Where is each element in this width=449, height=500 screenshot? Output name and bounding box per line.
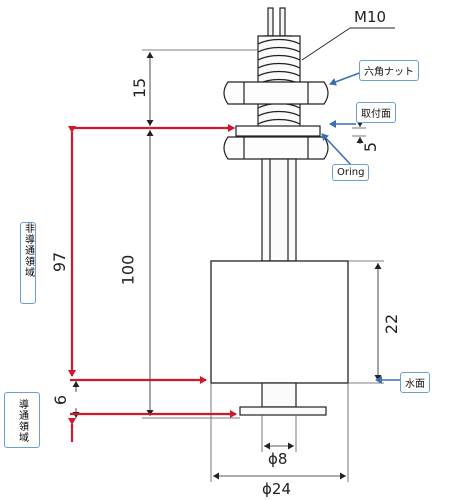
non-conductive-zone-label: 非導通領域 bbox=[20, 222, 36, 304]
dim-6: 6 bbox=[51, 394, 71, 406]
dim-phi8: ϕ8 bbox=[268, 450, 288, 468]
float-body bbox=[210, 260, 349, 384]
m10-leader bbox=[301, 27, 395, 61]
hex-nut-bottom bbox=[223, 136, 329, 160]
lower-stem bbox=[239, 382, 327, 416]
mount-face-callout: 取付面 bbox=[356, 102, 396, 123]
dim-22: 22 bbox=[382, 313, 402, 335]
hex-nut-top bbox=[223, 81, 329, 105]
stem bbox=[261, 158, 297, 262]
oring-callout: Oring bbox=[332, 164, 370, 181]
dim-5: 5 bbox=[361, 141, 381, 153]
non-conductive-range-arrows bbox=[68, 124, 237, 442]
dim-phi24: ϕ24 bbox=[262, 480, 291, 498]
dim-97: 97 bbox=[50, 251, 70, 273]
wires bbox=[263, 7, 292, 37]
thread-size-label: M10 bbox=[354, 8, 387, 26]
dim-100: 100 bbox=[118, 254, 138, 286]
water-surface-callout: 水面 bbox=[400, 372, 430, 393]
callout-arrows bbox=[321, 71, 400, 384]
conductive-zone-label: 導通領域 bbox=[4, 392, 40, 448]
dim-15: 15 bbox=[130, 77, 150, 99]
hex-nut-callout: 六角ナット bbox=[359, 60, 419, 81]
mount-washer bbox=[235, 125, 321, 137]
